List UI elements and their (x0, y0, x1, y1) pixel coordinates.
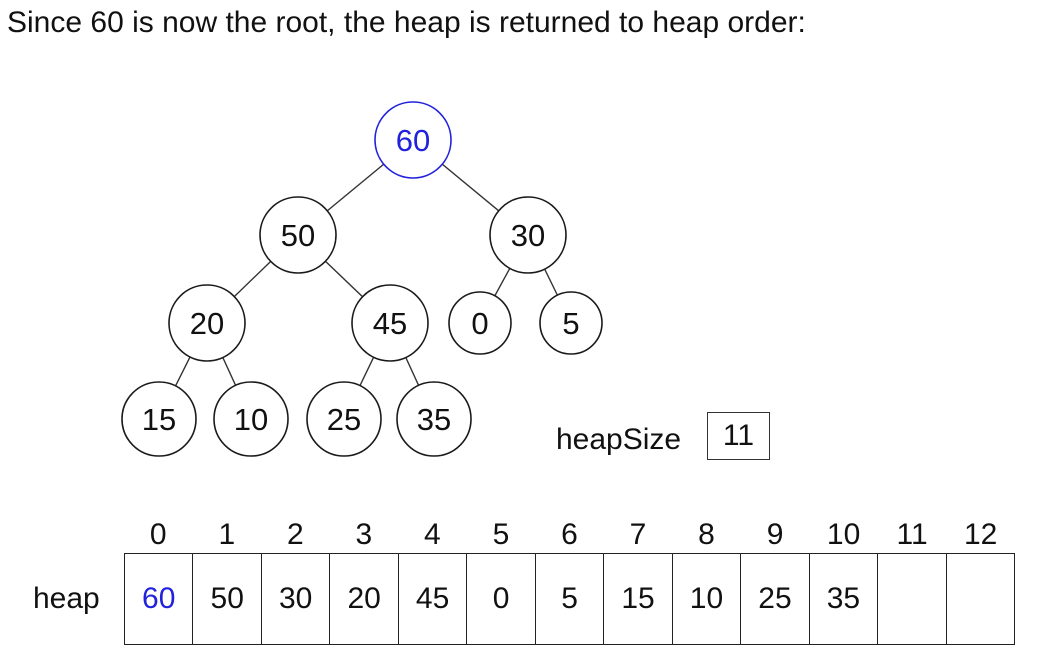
heap-array-value: 30 (278, 582, 313, 615)
tree-node-value: 35 (417, 402, 451, 437)
tree-node-value: 20 (190, 306, 224, 341)
heapsize-label: heapSize (556, 423, 682, 456)
heapsize-value: 11 (722, 419, 755, 452)
heap-array-cell: 35 (810, 554, 879, 644)
heap-array-value: 0 (492, 582, 510, 615)
tree-node: 45 (351, 284, 429, 362)
tree-node: 50 (259, 196, 337, 274)
tree-node-value: 45 (373, 306, 407, 341)
tree-node: 35 (396, 381, 472, 457)
array-index: 7 (629, 518, 647, 551)
tree-node-value: 15 (142, 402, 176, 437)
heap-array-cell: 60 (125, 554, 194, 644)
array-index: 4 (424, 518, 441, 551)
heap-array-cell (947, 554, 1014, 644)
tree-node-value: 30 (511, 218, 545, 253)
tree-node-root: 60 (374, 101, 452, 179)
heap-array-cell: 0 (467, 554, 536, 644)
tree-node: 25 (306, 381, 382, 457)
heap-array-cell: 15 (604, 554, 673, 644)
tree-node: 20 (168, 284, 246, 362)
heapsize-value-box: 11 (707, 412, 770, 460)
heap-array-value: 50 (210, 582, 244, 615)
heap-array: 60 50 30 20 45 0 5 15 10 25 35 (124, 553, 1015, 645)
heap-array-value: 35 (826, 582, 861, 615)
heap-array-value: 5 (561, 582, 578, 615)
array-index: 1 (218, 518, 236, 551)
array-index: 10 (826, 518, 861, 551)
tree-node: 30 (489, 196, 567, 274)
heap-array-value: 15 (621, 582, 655, 615)
tree-node: 10 (213, 381, 289, 457)
heap-array-cell: 50 (193, 554, 262, 644)
heap-array-cell: 25 (741, 554, 810, 644)
array-index: 12 (963, 518, 998, 551)
array-index: 9 (766, 518, 784, 551)
array-index: 5 (492, 518, 510, 551)
heap-array-cell: 45 (399, 554, 468, 644)
array-index: 0 (149, 518, 167, 551)
array-index: 6 (561, 518, 578, 551)
heap-array-value: 60 (142, 582, 176, 615)
tree-node-value: 5 (562, 306, 579, 341)
tree-node: 0 (448, 291, 512, 355)
tree-node: 15 (121, 381, 197, 457)
array-index-row: 0 1 2 3 4 5 6 7 8 9 10 11 12 (124, 518, 1015, 552)
tree-node-value: 10 (234, 402, 268, 437)
heap-array-cell: 20 (330, 554, 399, 644)
heap-array-cell: 10 (673, 554, 742, 644)
array-index: 8 (698, 518, 715, 551)
tree-node-value: 25 (327, 402, 361, 437)
heap-array-value: 10 (689, 582, 724, 615)
heap-array-value: 25 (758, 582, 792, 615)
array-index: 3 (355, 518, 373, 551)
heap-array-cell: 5 (536, 554, 605, 644)
array-index: 2 (286, 518, 304, 551)
heap-tree-diagram: 60 50 30 20 45 0 5 15 (121, 101, 603, 457)
heap-array-value: 20 (347, 582, 381, 615)
heap-array-cell (878, 554, 947, 644)
heap-array-value: 45 (415, 582, 450, 615)
heap-array-label: heap (33, 582, 100, 615)
page-title: Since 60 is now the root, the heap is re… (7, 6, 806, 39)
tree-node-value: 60 (396, 123, 430, 158)
tree-node: 5 (539, 291, 603, 355)
tree-node-value: 0 (471, 306, 488, 341)
tree-node-value: 50 (281, 218, 315, 253)
heap-array-cell: 30 (262, 554, 331, 644)
array-index: 11 (896, 518, 928, 551)
